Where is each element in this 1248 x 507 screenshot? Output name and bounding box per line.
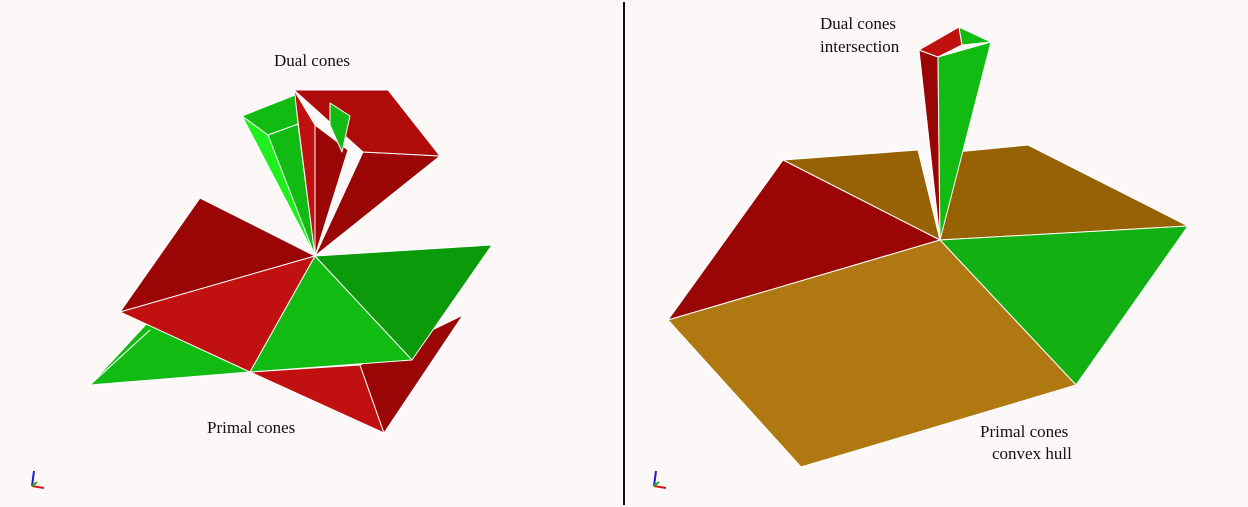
right-view[interactable]: Dual cones intersection Primal cones con… [626, 0, 1248, 507]
convex-hull-intersection-scene [667, 26, 1189, 468]
xyz-axis-icon [26, 468, 48, 490]
primal-face-green-right [314, 244, 493, 361]
hull-face-orange [667, 239, 1077, 468]
primal-cones-label: Primal cones [207, 418, 296, 437]
view-divider [623, 2, 625, 505]
dual-face-red-side [314, 124, 349, 257]
intersection-label-line2: intersection [820, 37, 900, 56]
left-view[interactable]: Dual cones Primal cones [0, 0, 624, 507]
hull-face-darkorange-right [939, 144, 1189, 241]
hull-label-line1: Primal cones [980, 422, 1069, 441]
intersection-label-line1: Dual cones [820, 14, 897, 33]
primal-face-under-darkgreen [89, 329, 151, 386]
primal-dual-cones-scene [89, 89, 493, 434]
dual-face-green-inner [329, 102, 351, 153]
hull-label-line2: convex hull [992, 444, 1072, 463]
intersection-face-green [937, 41, 992, 241]
dual-cones-label: Dual cones [274, 51, 351, 70]
xyz-axis-icon [648, 468, 670, 490]
intersection-face-top-green [958, 26, 992, 46]
dual-face-green-back [241, 94, 299, 136]
